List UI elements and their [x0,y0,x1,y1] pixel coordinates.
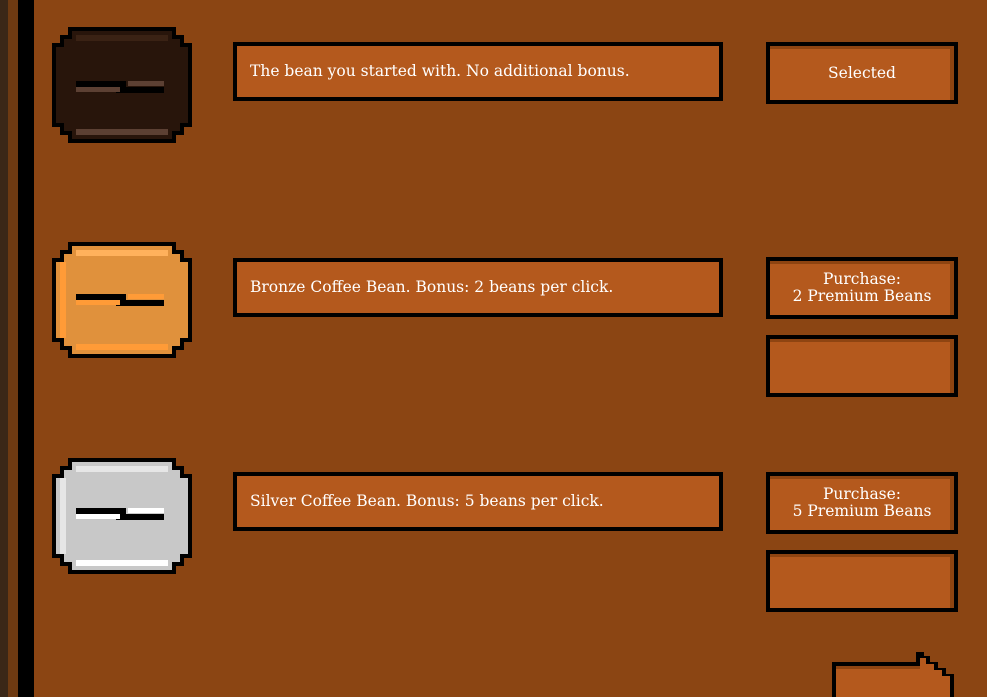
button-label-line-1: Purchase: [822,485,902,503]
bean-highlight [76,466,168,472]
bean-icon-bronze [48,242,196,358]
purchase-button-bronze[interactable]: Purchase: 2 Premium Beans [766,257,958,319]
purchase-button-silver[interactable]: Purchase: 5 Premium Beans [766,472,958,534]
bean-description-text: The bean you started with. No additional… [250,62,630,80]
bean-description-silver: Silver Coffee Bean. Bonus: 5 beans per c… [233,472,723,531]
next-page-arrow[interactable] [830,650,960,697]
bean-highlight [76,250,168,256]
bean-crease [76,294,164,306]
extra-button-bronze[interactable] [766,335,958,397]
bean-description-bronze: Bronze Coffee Bean. Bonus: 2 beans per c… [233,258,723,317]
bean-description-default: The bean you started with. No additional… [233,42,723,101]
button-label-line-2: 5 Premium Beans [792,502,932,520]
bean-description-text: Bronze Coffee Bean. Bonus: 2 beans per c… [250,278,614,296]
button-label: Selected [828,63,896,82]
bean-shadow [76,129,168,135]
bean-crease [76,81,164,93]
bean-description-text: Silver Coffee Bean. Bonus: 5 beans per c… [250,492,604,510]
button-label-line-1: Purchase: [822,270,902,288]
bean-crease [76,508,164,520]
right-arrow-icon [832,652,954,697]
left-edge-wood [8,0,18,697]
left-edge-shadow [0,0,8,697]
button-label-line-2: 2 Premium Beans [792,287,932,305]
bean-icon-silver [48,458,196,574]
bean-highlight [76,35,168,41]
bean-icon-default [48,27,196,143]
bean-shadow [76,560,168,566]
selected-button-default[interactable]: Selected [766,42,958,104]
bean-shadow [76,344,168,350]
extra-button-silver[interactable] [766,550,958,612]
left-edge-border [18,0,34,697]
